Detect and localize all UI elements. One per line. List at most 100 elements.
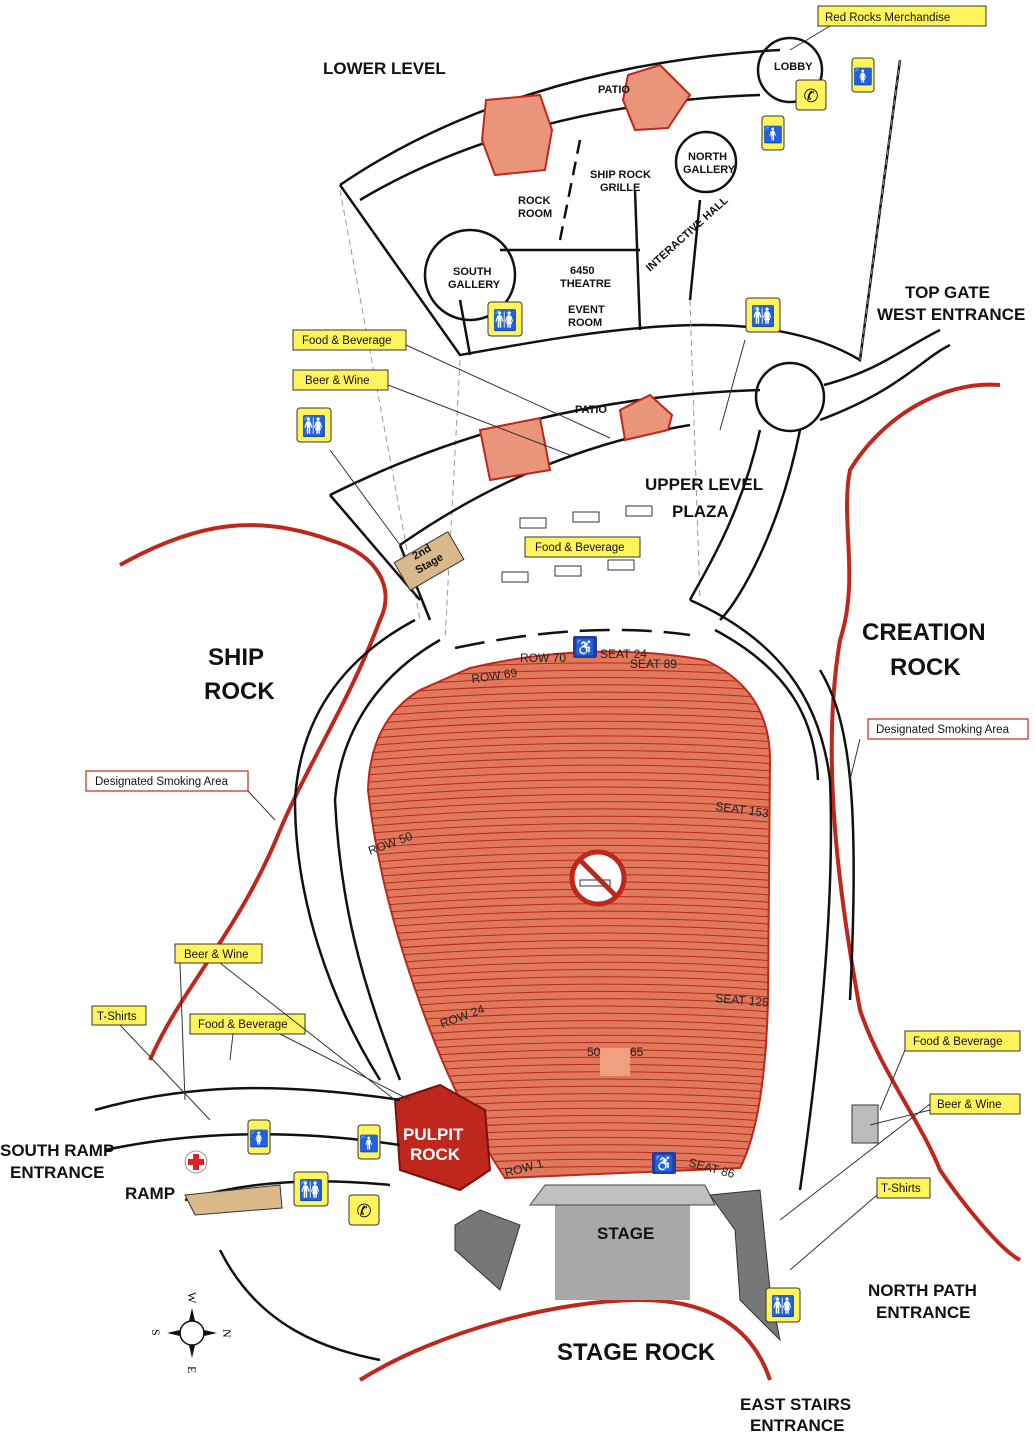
svg-text:ROW 69: ROW 69 <box>470 666 518 686</box>
restroom-icon: 🚻 <box>765 1287 801 1323</box>
stage-label: STAGE <box>597 1224 654 1243</box>
no-smoking-icon <box>569 849 627 907</box>
svg-text:🚺: 🚺 <box>249 1129 269 1148</box>
compass-rose: W N S E <box>149 1292 234 1373</box>
stage-area <box>555 1200 690 1300</box>
seat-row-line <box>368 939 770 953</box>
seat-row-line <box>368 771 770 785</box>
svg-text:🚻: 🚻 <box>299 1178 324 1202</box>
svg-text:GRILLE: GRILLE <box>600 182 640 194</box>
svg-text:PULPIT: PULPIT <box>403 1125 464 1144</box>
upper-level-plaza <box>329 328 951 621</box>
seat-row-line <box>368 735 770 749</box>
seat-row-line <box>368 844 770 858</box>
svg-text:ROCK: ROCK <box>890 654 961 681</box>
svg-text:E: E <box>185 1366 199 1373</box>
seat-row-line <box>368 750 770 764</box>
svg-text:🚹: 🚹 <box>359 1134 379 1153</box>
svg-text:S: S <box>149 1329 163 1336</box>
callout-food-beverage: Food & Beverage <box>535 542 625 554</box>
svg-text:🚺: 🚺 <box>853 67 873 86</box>
restroom-icons: 🚻 🚻 🚻 🚹 🚺 🚺 🚹 🚻 🚻 <box>247 57 875 1323</box>
seat-row-line <box>368 925 770 939</box>
svg-text:N: N <box>220 1329 234 1338</box>
svg-text:WEST ENTRANCE: WEST ENTRANCE <box>877 305 1025 324</box>
seat-row-line <box>368 720 770 734</box>
seat-row-line <box>368 801 770 815</box>
svg-text:GALLERY: GALLERY <box>448 279 501 291</box>
seat-row-line <box>368 917 770 931</box>
svg-text:🚹: 🚹 <box>763 125 783 144</box>
callout-food-beverage: Food & Beverage <box>198 1019 288 1031</box>
svg-text:🚻: 🚻 <box>493 308 518 332</box>
callout-tshirts: T-Shirts <box>97 1011 137 1023</box>
callout-merchandise: Red Rocks Merchandise <box>825 12 950 24</box>
svg-text:65: 65 <box>630 1045 644 1059</box>
restroom-icon: 🚻 <box>745 297 781 333</box>
svg-text:PATIO: PATIO <box>575 404 607 416</box>
svg-text:50: 50 <box>587 1045 601 1059</box>
svg-text:NORTH PATH: NORTH PATH <box>868 1281 977 1300</box>
seat-row-line <box>368 698 770 712</box>
svg-text:EAST STAIRS: EAST STAIRS <box>740 1395 851 1414</box>
svg-text:NORTH: NORTH <box>688 151 727 163</box>
svg-text:LOBBY: LOBBY <box>774 61 813 73</box>
callout-smoking-area: Designated Smoking Area <box>95 776 229 788</box>
first-aid-icon <box>184 1150 208 1174</box>
seat-row-line <box>368 779 770 793</box>
svg-text:W: W <box>185 1292 199 1304</box>
svg-text:SEAT 24: SEAT 24 <box>600 647 647 661</box>
svg-text:6450: 6450 <box>570 265 594 277</box>
svg-text:ROCK: ROCK <box>410 1145 461 1164</box>
seat-row-line <box>368 808 770 822</box>
seat-row-line <box>368 852 770 866</box>
restroom-icon: 🚻 <box>296 407 332 443</box>
seat-row-line <box>368 691 770 705</box>
svg-text:EVENT: EVENT <box>568 304 605 316</box>
seat-row-line <box>368 713 770 727</box>
svg-text:PATIO: PATIO <box>598 84 630 96</box>
seat-row-line <box>368 903 770 917</box>
svg-text:♿: ♿ <box>575 638 595 657</box>
pulpit-rock <box>393 1083 492 1192</box>
svg-text:RAMP: RAMP <box>125 1184 175 1203</box>
seat-row-line <box>368 954 770 968</box>
callout-tshirts: T-Shirts <box>881 1183 921 1195</box>
rock-boundaries <box>119 382 1021 1382</box>
restroom-icon: 🚻 <box>293 1171 329 1207</box>
restroom-icon: 🚹 <box>357 1124 381 1160</box>
svg-text:♿: ♿ <box>654 1154 674 1173</box>
svg-text:UPPER LEVEL: UPPER LEVEL <box>645 475 763 494</box>
callout-beer-wine: Beer & Wine <box>937 1099 1002 1111</box>
svg-text:ENTRANCE: ENTRANCE <box>10 1163 104 1182</box>
seat-row-line <box>368 793 770 807</box>
seat-row-line <box>368 815 770 829</box>
svg-text:ROW 70: ROW 70 <box>520 651 566 665</box>
restroom-icon: 🚹 <box>761 115 785 151</box>
restroom-icon: 🚺 <box>851 57 875 93</box>
restroom-icon: 🚺 <box>247 1119 271 1155</box>
callout-beer-wine: Beer & Wine <box>184 949 249 961</box>
ship-rock-label: SHIP <box>208 644 264 671</box>
svg-text:🚻: 🚻 <box>771 1294 796 1318</box>
svg-text:ROOM: ROOM <box>518 208 552 220</box>
phone-icon: ✆ <box>795 79 827 111</box>
seat-row-line <box>368 764 770 778</box>
svg-text:SHIP ROCK: SHIP ROCK <box>590 169 651 181</box>
callout-beer-wine: Beer & Wine <box>305 375 370 387</box>
svg-text:ROCK: ROCK <box>204 678 275 705</box>
svg-text:ENTRANCE: ENTRANCE <box>876 1303 970 1322</box>
svg-text:GALLERY: GALLERY <box>683 164 736 176</box>
callouts: Red Rocks Merchandise Food & Beverage Be… <box>85 5 1029 1271</box>
seat-row-line <box>368 932 770 946</box>
creation-rock-label: CREATION <box>862 619 986 646</box>
svg-text:ROCK: ROCK <box>518 195 550 207</box>
wheelchair-icon: ♿ <box>652 1152 676 1174</box>
seating-bowl <box>366 650 772 1180</box>
stage-rock-label: STAGE ROCK <box>557 1339 716 1366</box>
seat-row-line <box>368 757 770 771</box>
svg-text:SOUTH RAMP: SOUTH RAMP <box>0 1141 114 1160</box>
svg-text:SEAT 89: SEAT 89 <box>630 657 677 671</box>
